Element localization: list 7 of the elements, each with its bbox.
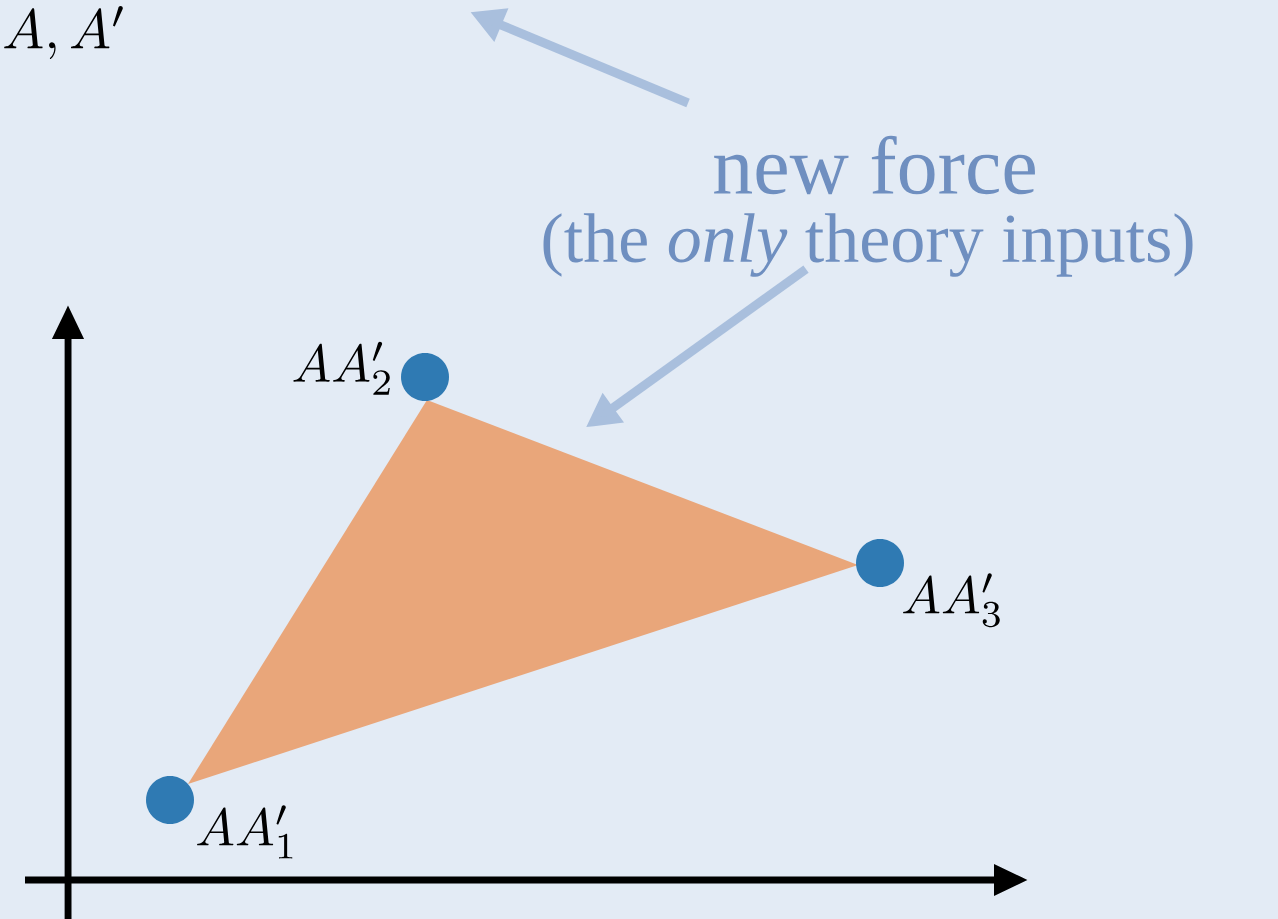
annotation-text: new force — [714, 135, 1035, 195]
point-label: $AA'_3$ — [903, 573, 1000, 628]
point-label: $AA'_1$ — [197, 805, 293, 859]
point-label: $AA'_2$ — [293, 341, 390, 395]
annotation-text: (the only theory inputs) — [543, 213, 1193, 277]
triangle — [188, 400, 858, 784]
axis-label: $A,A'$ — [4, 6, 123, 60]
